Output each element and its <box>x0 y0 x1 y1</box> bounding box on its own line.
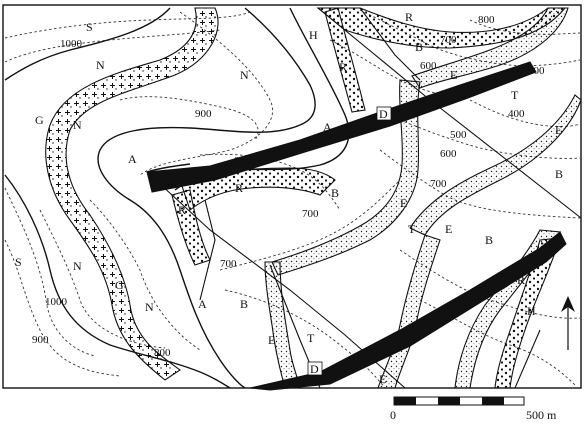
unit-label-a2: A <box>128 152 137 166</box>
unit-label-r5: R <box>517 273 525 287</box>
unit-label-a1: A <box>323 120 332 134</box>
unit-label-b3: B <box>555 167 563 181</box>
contour-label-500b: 500 <box>450 129 467 141</box>
unit-label-h2: H <box>527 304 536 318</box>
unit-label-d2: D <box>310 362 319 376</box>
unit-label-t3: T <box>307 331 315 345</box>
unit-label-t2: T <box>408 222 416 236</box>
contour-label-800c: 800 <box>154 347 171 359</box>
unit-label-n1: N <box>96 58 105 72</box>
unit-label-e6: E <box>379 372 386 386</box>
unit-label-r1: R <box>339 60 347 74</box>
contour-label-700a: 700 <box>440 34 457 46</box>
contour-label-700d: 700 <box>220 258 237 270</box>
contour-label-600b: 600 <box>440 148 457 160</box>
unit-label-e3: E <box>400 196 407 210</box>
contour-label-500a: 500 <box>528 65 545 77</box>
unit-label-n2: N <box>73 118 82 132</box>
unit-label-d1: D <box>379 107 388 121</box>
unit-label-n5: N <box>145 300 154 314</box>
contour-label-1000a: 1000 <box>60 38 83 50</box>
unit-label-t4: T <box>341 365 349 379</box>
unit-label-b4: B <box>485 233 493 247</box>
unit-label-e1: E <box>450 68 457 82</box>
unit-label-n4: N <box>73 259 82 273</box>
contour-label-700c: 700 <box>302 208 319 220</box>
unit-label-g1: G <box>35 113 44 127</box>
contour-label-800b: 800 <box>234 155 251 167</box>
contour-labels: 1000 800 700 600 500 400 900 500 600 800… <box>32 14 545 359</box>
unit-label-b2: B <box>331 186 339 200</box>
unit-label-e4: E <box>445 222 452 236</box>
unit-label-r2: R <box>405 10 413 24</box>
unit-labels: S N G N H R N R B E T A D E A R B B R E … <box>15 10 563 386</box>
scale-bar: 0 500 m <box>390 396 557 422</box>
contour-label-900b: 900 <box>32 334 49 346</box>
unit-label-s2: S <box>15 255 22 269</box>
contour-label-1000b: 1000 <box>45 296 68 308</box>
contour-label-600a: 600 <box>420 60 437 72</box>
unit-label-s1: S <box>86 20 93 34</box>
unit-label-r3: R <box>235 181 243 195</box>
unit-label-h1: H <box>309 28 318 42</box>
contour-label-900a: 900 <box>195 108 212 120</box>
scale-start-label: 0 <box>390 408 396 422</box>
unit-label-r4: R <box>178 203 186 217</box>
unit-label-b5: B <box>240 297 248 311</box>
unit-label-e2: E <box>555 123 562 137</box>
unit-label-a3: A <box>198 297 207 311</box>
contour-label-800a: 800 <box>478 14 495 26</box>
unit-label-b1: B <box>415 40 423 54</box>
scale-end-label: 500 m <box>526 408 557 422</box>
dykes <box>146 61 567 391</box>
unit-label-n3: N <box>240 68 249 82</box>
north-arrow-icon <box>561 296 575 350</box>
unit-label-e5: E <box>268 333 275 347</box>
contour-label-700b: 700 <box>430 178 447 190</box>
contour-label-400: 400 <box>508 108 525 120</box>
unit-label-g2: G <box>115 278 124 292</box>
unit-label-t1: T <box>511 88 519 102</box>
